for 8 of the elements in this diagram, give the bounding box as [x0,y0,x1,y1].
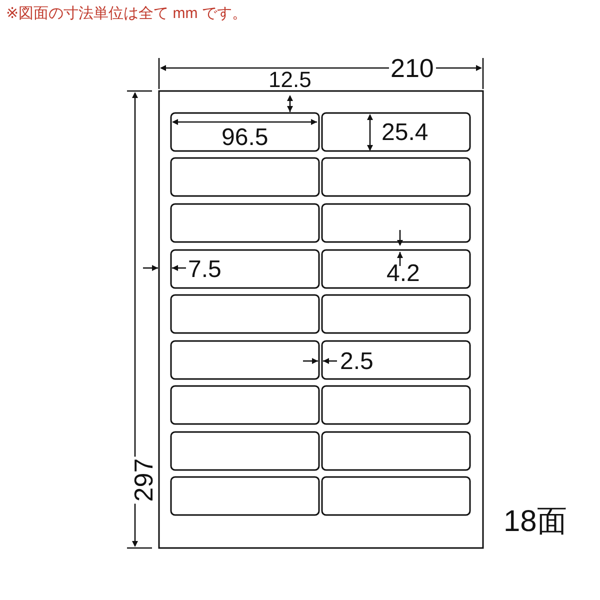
label-count-text: 18面 [502,507,568,537]
dimension-label: 7.5 [187,258,222,282]
dimension-label: 96.5 [220,126,270,150]
dimension-label: 12.5 [268,69,312,91]
dimension-label: 25.4 [380,121,430,145]
dimension-label: 2.5 [339,350,374,374]
note-text: ※図面の寸法単位は全て mm です。 [5,6,248,20]
dimension-label: 4.2 [386,262,421,286]
